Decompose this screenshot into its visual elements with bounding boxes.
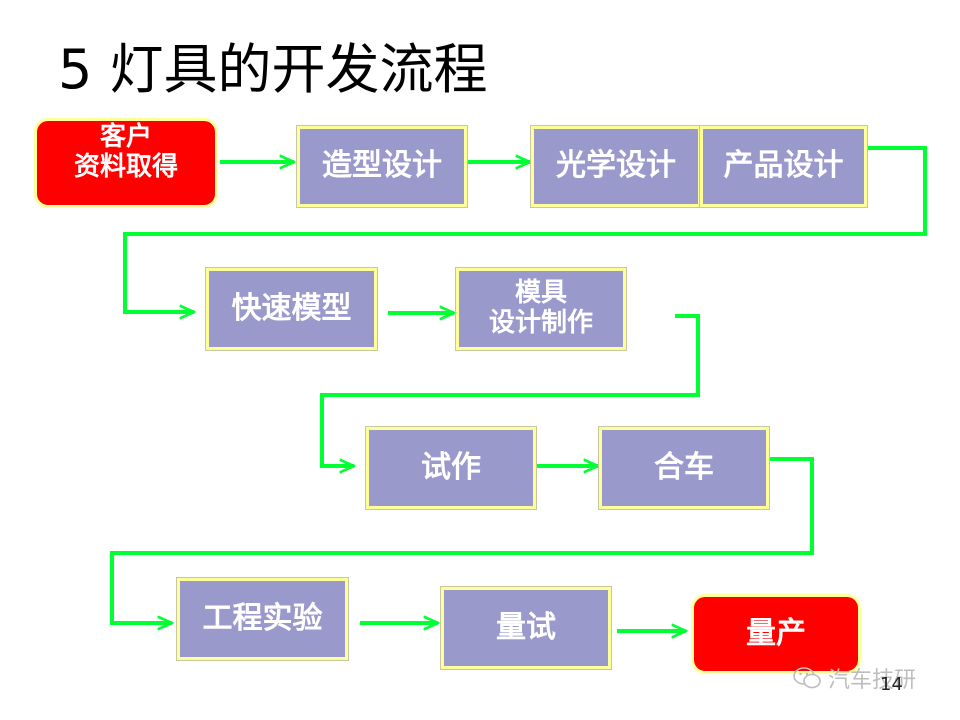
step-customer-line1: 客户 [99,122,152,153]
step-trial-production: 试作 [365,426,537,510]
step-mold-design: 模具 设计制作 [455,267,627,351]
step-styling-design: 造型设计 [296,125,468,208]
step-vehicle-assembly: 合车 [598,426,770,510]
wechat-icon [793,667,821,689]
arrow-mold-to-trial [320,314,700,466]
step-product-design: 产品设计 [699,125,868,208]
slide-title: 5 灯具的开发流程 [58,38,488,101]
page-number: 14 [880,674,903,695]
step-customer-line2: 资料取得 [73,152,178,182]
step-engineering-test: 工程实验 [176,577,349,661]
arrow-assembly-to-engineering-test [110,457,814,623]
step-customer-data: 客户 资料取得 [34,118,218,208]
step-rapid-model: 快速模型 [205,267,378,351]
step-pilot-run: 量试 [440,586,612,670]
step-mold-line1: 模具 [514,278,567,309]
step-optical-design: 光学设计 [530,125,702,208]
arrow-product-to-rapid-model [123,146,927,312]
step-mold-line2: 设计制作 [488,308,593,338]
watermark-text: 汽车技研 [828,668,917,693]
watermark: 汽车技研 [792,662,916,694]
step-mass-production: 量产 [691,594,861,674]
